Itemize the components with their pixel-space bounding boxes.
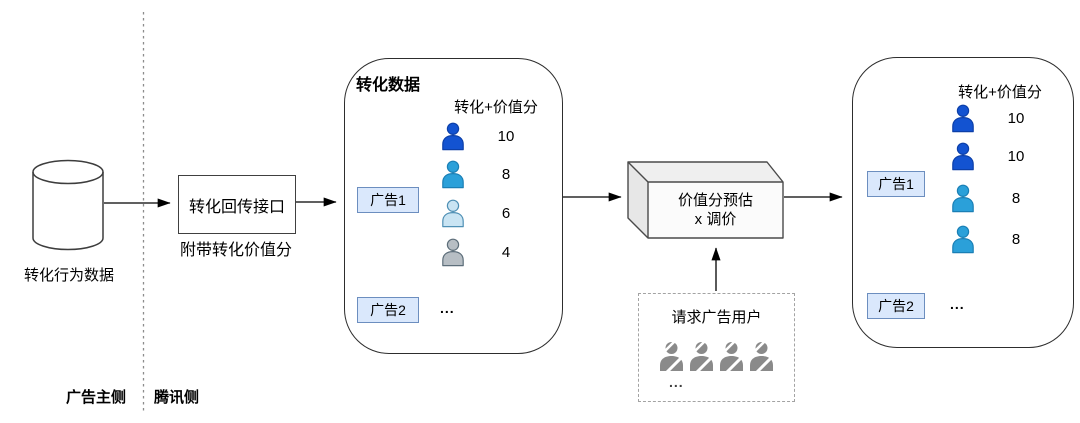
user-row: 10	[948, 103, 1030, 133]
user-row: 8	[438, 159, 520, 189]
ad1-label-left[interactable]: 广告1	[357, 187, 419, 213]
user-row: 4	[438, 237, 520, 267]
ad2-label-right[interactable]: 广告2	[867, 293, 925, 319]
tencent-side-label: 腾讯侧	[154, 389, 200, 406]
user-row: 10	[438, 121, 520, 151]
user-icon	[948, 183, 978, 213]
conversion-column-header: 转化+价值分	[454, 99, 538, 116]
user-icon	[948, 103, 978, 133]
user-icon	[438, 198, 468, 228]
user-value: 10	[1007, 109, 1025, 127]
ad2-label-left-text: 广告2	[370, 302, 406, 318]
user-value: 8	[1011, 230, 1021, 248]
user-value: 10	[497, 127, 515, 145]
ad1-label-right[interactable]: 广告1	[867, 171, 925, 197]
user-value: 6	[501, 204, 511, 222]
model-box[interactable]: 价值分预估 x 调价	[648, 182, 783, 238]
conversion-panel-title: 转化数据	[356, 77, 421, 94]
user-icon	[438, 237, 468, 267]
ad1-label-left-text: 广告1	[370, 192, 406, 208]
user-icon	[438, 121, 468, 151]
user-value: 10	[1007, 147, 1025, 165]
anonymous-user-icon	[748, 340, 776, 375]
request-users-box: 请求广告用户 ...	[638, 293, 795, 402]
user-row: 6	[438, 198, 520, 228]
user-value: 8	[1011, 189, 1021, 207]
anonymous-user-icon	[718, 340, 746, 375]
request-users-ellipsis: ...	[669, 374, 684, 390]
user-value: 8	[501, 165, 511, 183]
database-label: 转化行为数据	[23, 267, 114, 284]
ad2-label-right-text: 广告2	[878, 298, 914, 314]
user-row: 10	[948, 141, 1030, 171]
user-icon	[948, 224, 978, 254]
user-icon	[438, 159, 468, 189]
callback-api-label: 转化回传接口	[188, 198, 285, 216]
ad2-ellipsis-left: ...	[440, 300, 455, 316]
callback-api-box[interactable]: 转化回传接口	[178, 175, 296, 234]
ad2-label-left[interactable]: 广告2	[357, 297, 419, 323]
model-box-line1: 价值分预估	[677, 191, 753, 209]
user-value: 4	[501, 243, 511, 261]
request-users-icons	[658, 340, 776, 375]
user-icon	[948, 141, 978, 171]
user-row: 8	[948, 183, 1030, 213]
database-cylinder-icon	[32, 159, 104, 251]
model-box-line2: x 调价	[694, 211, 737, 228]
output-column-header: 转化+价值分	[958, 84, 1042, 101]
request-users-label: 请求广告用户	[671, 309, 762, 326]
anonymous-user-icon	[688, 340, 716, 375]
user-row: 8	[948, 224, 1030, 254]
ad2-ellipsis-right: ...	[950, 296, 965, 312]
model-cube-shape	[627, 161, 784, 239]
anonymous-user-icon	[658, 340, 686, 375]
advertiser-side-label: 广告主侧	[66, 389, 127, 406]
callback-api-note: 附带转化价值分	[179, 242, 292, 259]
ad1-label-right-text: 广告1	[878, 176, 914, 192]
